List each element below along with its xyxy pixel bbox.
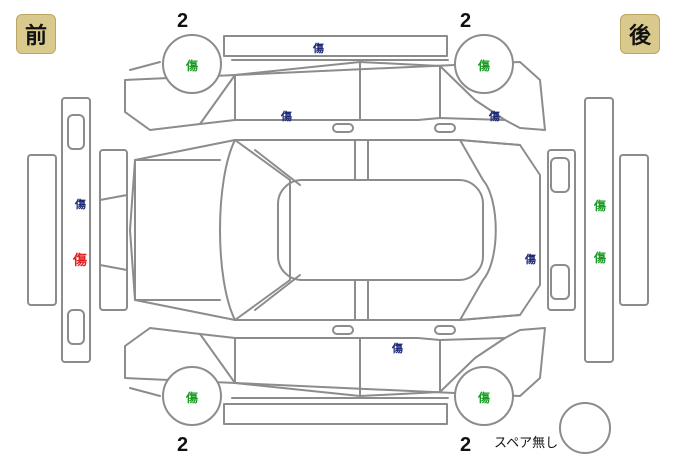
left-roofline (199, 61, 506, 125)
front-grille-lines (99, 194, 128, 271)
damage-mark-front-left-wheel: 傷 (186, 59, 199, 73)
tire-depth-rear-right: 2 (460, 434, 472, 456)
rear-bumper (619, 154, 649, 306)
damage-mark-tailgate: 傷 (525, 253, 536, 266)
tire-depth-rear-left: 2 (460, 10, 472, 32)
damage-mark-rear-bumper-upper: 傷 (594, 199, 607, 213)
damage-mark-rear-left-wheel: 傷 (478, 59, 491, 73)
front-panel (61, 97, 91, 363)
front-fascia (99, 149, 128, 311)
damage-mark-rear-right-wheel: 傷 (478, 391, 491, 405)
rear-panel (584, 97, 614, 363)
damage-mark-left-rear-door: 傷 (489, 110, 500, 123)
spare-tire (559, 402, 611, 454)
left-side-outline (124, 59, 546, 131)
damage-mark-left-front-door: 傷 (281, 110, 292, 123)
top-view-outline (134, 139, 541, 321)
rear-right-wheel (454, 366, 514, 426)
left-front-door-handle (332, 123, 354, 133)
front-left-wheel (162, 34, 222, 94)
top-door-seams (354, 139, 369, 321)
right-side-sill (223, 403, 448, 425)
left-side-sill (223, 35, 448, 57)
tire-depth-front-right: 2 (177, 434, 189, 456)
rear-left-lamp (550, 157, 570, 193)
damage-mark-left-side-sill: 傷 (313, 42, 324, 55)
right-side-outline (124, 327, 546, 399)
front-bumper (27, 154, 57, 306)
tire-depth-front-left: 2 (177, 10, 189, 32)
front-right-wheel (162, 366, 222, 426)
top-view-hood (129, 139, 236, 321)
right-rear-door-handle (434, 325, 456, 335)
damage-mark-rear-bumper-lower: 傷 (594, 251, 607, 265)
rear-right-lamp (550, 264, 570, 300)
damage-mark-right-rear-door: 傷 (392, 342, 403, 355)
right-front-door-handle (332, 325, 354, 335)
left-rear-door-handle (434, 123, 456, 133)
damage-mark-front-right-wheel: 傷 (186, 391, 199, 405)
damage-mark-front-bumper-lower: 傷 (73, 253, 87, 269)
rear-label: 後 (620, 14, 660, 54)
right-roofline (199, 333, 506, 397)
rear-fascia (547, 149, 576, 311)
damage-mark-front-bumper-upper: 傷 (75, 198, 86, 211)
windshield (234, 139, 301, 321)
front-right-lamp (67, 309, 85, 345)
front-label: 前 (16, 14, 56, 54)
left-door-lines (234, 61, 441, 121)
roof (277, 179, 484, 281)
front-left-lamp (67, 114, 85, 150)
rear-left-wheel (454, 34, 514, 94)
spare-label: スペア無し (494, 436, 559, 451)
right-door-lines (234, 337, 441, 397)
rear-window (459, 139, 521, 321)
